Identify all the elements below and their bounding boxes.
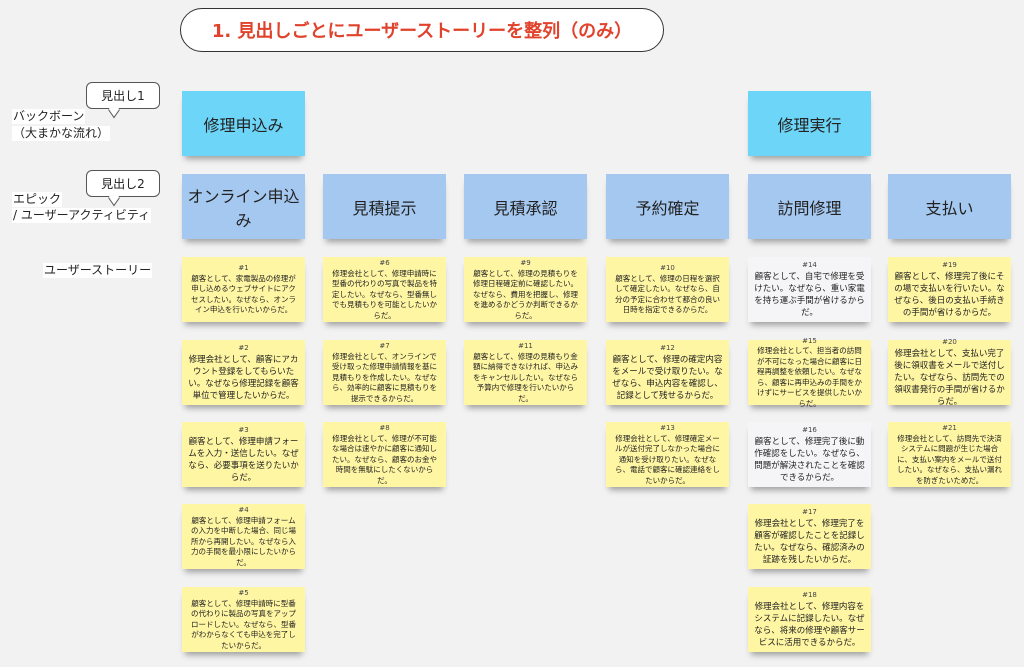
backbone-sublabel: （大まかな流れ） (12, 126, 111, 141)
story-text: 顧客として、修理申請フォームの入力を中断した場合、同じ場所から再開したい。なぜな… (191, 515, 296, 567)
story-number: #20 (942, 338, 957, 347)
story-number: #17 (802, 508, 817, 517)
section-title[interactable]: 1. 見出しごとにユーザーストーリーを整列（のみ） (180, 8, 664, 52)
story-text: 顧客として、家電製品の修理が申し込めるウェブサイトにアクセスしたい。なぜなら、オ… (191, 273, 296, 315)
epic-sticky[interactable]: 訪問修理 (748, 174, 871, 239)
story-text: 顧客として、修理の確定内容をメールで受け取りたい。なぜなら、申込内容を確認し、記… (612, 354, 723, 401)
story-text: 修理会社として、修理確定メールが送付完了しなかった場合に通知を受け取りたい。なぜ… (615, 433, 720, 485)
story-text: 顧客として、自宅で修理を受けたい。なぜなら、重い家電を持ち運ぶ手間が省けるからだ… (754, 271, 865, 318)
story-number: #2 (238, 344, 249, 353)
heading1-callout[interactable]: 見出し1 (86, 82, 160, 109)
story-number: #19 (942, 261, 957, 270)
story-text: 修理会社として、訪問先で決済システムに問題が生じた場合に、支払い案内をメールで送… (897, 433, 1002, 485)
story-text: 修理会社として、修理内容をシステムに記録したい。なぜなら、将来の修理や顧客サービ… (754, 601, 865, 648)
story-number: #9 (520, 259, 531, 267)
story-number: #12 (660, 344, 675, 353)
heading2-callout[interactable]: 見出し2 (86, 170, 160, 197)
story-number: #5 (238, 589, 249, 597)
epic-sticky[interactable]: 予約確定 (606, 174, 729, 239)
epic-sticky[interactable]: オンライン申込み (182, 174, 305, 239)
epic-sticky[interactable]: 支払い (888, 174, 1011, 239)
story-number: #7 (379, 342, 390, 350)
story-number: #4 (238, 506, 249, 514)
story-number: #16 (802, 426, 817, 435)
backbone-sticky[interactable]: 修理実行 (748, 91, 871, 156)
story-text: 修理会社として、修理申請時に型番の代わりの写真で製品を特定したい。なぜなら、型番… (332, 268, 437, 320)
story-text: 顧客として、修理の日程を選択して確定したい。なぜなら、自分の予定に合わせて都合の… (615, 273, 720, 315)
backbone-label: バックボーン (12, 109, 86, 124)
story-number: #8 (379, 424, 390, 432)
story-text: 顧客として、修理完了後にその場で支払いを行いたい。なぜなら、後日の支払い手続きの… (894, 271, 1005, 318)
backbone-sticky[interactable]: 修理申込み (182, 91, 305, 156)
story-text: 修理会社として、修理完了を顧客が確認したことを記録したい。なぜなら、確認済みの証… (754, 518, 865, 565)
story-text: 修理会社として、担当者の訪問が不可になった場合に顧客に日程再調整を依頼したい。な… (757, 346, 862, 408)
story-number: #11 (518, 342, 533, 350)
story-number: #1 (238, 264, 249, 273)
epic-sticky[interactable]: 見積提示 (323, 174, 446, 239)
story-number: #10 (660, 264, 675, 273)
story-number: #18 (802, 591, 817, 600)
story-label: ユーザーストーリー (43, 263, 153, 278)
story-text: 顧客として、修理の見積もりを修理日程確定前に確認したい。なぜなら、費用を把握し、… (473, 268, 578, 320)
epic-sublabel: / ユーザーアクティビティ (12, 208, 152, 223)
story-text: 修理会社として、修理が不可能な場合は速やかに顧客に通知したい。なぜなら、顧客のお… (332, 433, 437, 485)
story-text: 修理会社として、顧客にアカウント登録をしてもらいたい。なぜなら修理記録を顧客単位… (188, 354, 299, 401)
epic-label: エピック (12, 192, 63, 207)
story-text: 顧客として、修理の見積もり金額に納得できなければ、申込みをキャンセルしたい。なぜ… (473, 351, 578, 403)
story-number: #13 (660, 424, 675, 432)
story-number: #21 (942, 424, 957, 432)
story-number: #6 (379, 259, 390, 267)
story-number: #14 (802, 261, 817, 270)
story-number: #15 (802, 336, 817, 345)
story-number: #3 (238, 426, 249, 435)
epic-sticky[interactable]: 見積承認 (464, 174, 587, 239)
story-text: 顧客として、修理申請フォームを入力・送信したい。なぜなら、必要事項を送りたいから… (188, 436, 299, 483)
story-text: 修理会社として、オンラインで受け取った修理申請情報を基に見積もりを作成したい。な… (332, 351, 437, 403)
story-text: 顧客として、修理完了後に動作確認をしたい。なぜなら、問題が解決されたことを確認で… (754, 436, 865, 483)
story-text: 顧客として、修理申請時に型番の代わりに製品の写真をアップロードしたい。なぜなら、… (191, 598, 296, 650)
story-text: 修理会社として、支払い完了後に領収書をメールで送付したい。なぜなら、訪問先での領… (894, 348, 1005, 407)
